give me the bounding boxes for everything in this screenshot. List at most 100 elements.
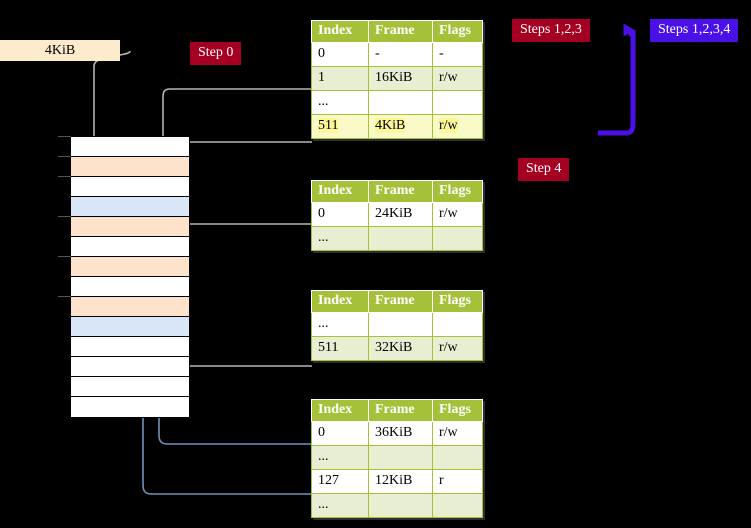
cell-frame: [368, 226, 433, 251]
cell-flags: r/w: [432, 114, 483, 139]
wire-l2-row0: [180, 223, 312, 266]
cell-index: 511: [311, 114, 369, 139]
cell-frame: 24KiB: [368, 202, 433, 227]
cell-frame: 16KiB: [368, 66, 433, 91]
column-header-flags: Flags: [432, 399, 483, 422]
physical-memory-column: [70, 136, 190, 418]
cell-index: ...: [311, 493, 369, 518]
column-header-frame: Frame: [368, 20, 433, 43]
badge-steps-1234: Steps 1,2,3,4: [650, 19, 739, 42]
cell-index: ...: [311, 226, 369, 251]
memory-tick: [58, 256, 71, 257]
cell-frame: 12KiB: [368, 469, 433, 494]
column-header-index: Index: [311, 180, 369, 203]
memory-tick: [58, 296, 71, 297]
column-header-frame: Frame: [368, 180, 433, 203]
table-row: ...: [311, 493, 483, 518]
badge-step-0: Step 0: [190, 42, 242, 65]
memory-frame-13: [71, 397, 189, 417]
highlighted-value: 4KiB: [375, 118, 406, 133]
cell-index: 511: [311, 336, 369, 361]
column-header-index: Index: [311, 399, 369, 422]
table-row: 0--: [311, 42, 483, 67]
purple-bracket-arrow: [598, 23, 636, 136]
cell-frame: [368, 493, 433, 518]
memory-tick: [58, 156, 71, 157]
cell-frame: 4KiB: [368, 114, 433, 139]
memory-frame-1: [71, 157, 189, 177]
cell-index: 127: [311, 469, 369, 494]
frame-size-label: 4KiB: [44, 42, 76, 58]
cell-frame: [368, 90, 433, 115]
memory-tick: [58, 176, 71, 177]
column-header-flags: Flags: [432, 20, 483, 43]
column-header-flags: Flags: [432, 180, 483, 203]
memory-tick: [58, 216, 71, 217]
memory-frame-5: [71, 237, 189, 257]
table-row: ...: [311, 226, 483, 251]
cell-frame: [368, 312, 433, 337]
memory-frame-3: [71, 197, 189, 217]
table-row: ...: [311, 445, 483, 470]
highlighted-value: 511: [318, 118, 339, 133]
cell-flags: [432, 445, 483, 470]
badge-steps-123: Steps 1,2,3: [512, 19, 590, 42]
wire-l1-row511: [180, 141, 312, 226]
column-header-frame: Frame: [368, 290, 433, 313]
cell-flags: r/w: [432, 421, 483, 446]
memory-frame-6: [71, 257, 189, 277]
memory-frame-9: [71, 317, 189, 337]
cell-flags: r/w: [432, 66, 483, 91]
memory-frame-4: [71, 217, 189, 237]
cell-frame: 32KiB: [368, 336, 433, 361]
memory-tick: [58, 136, 71, 137]
cell-flags: [432, 312, 483, 337]
badge-step-4: Step 4: [518, 158, 570, 181]
highlighted-value: r/w: [439, 118, 458, 133]
memory-frame-2: [71, 177, 189, 197]
cell-index: 0: [311, 421, 369, 446]
cell-flags: r/w: [432, 202, 483, 227]
memory-frame-7: [71, 277, 189, 297]
cell-flags: [432, 226, 483, 251]
column-header-frame: Frame: [368, 399, 433, 422]
memory-frame-10: [71, 337, 189, 357]
cell-flags: r: [432, 469, 483, 494]
cell-frame: -: [368, 42, 433, 67]
cell-flags: [432, 493, 483, 518]
column-header-index: Index: [311, 20, 369, 43]
memory-frame-11: [71, 357, 189, 377]
cell-flags: r/w: [432, 336, 483, 361]
column-header-index: Index: [311, 290, 369, 313]
wire-l3-row511: [175, 302, 312, 367]
cell-index: ...: [311, 90, 369, 115]
cell-frame: 36KiB: [368, 421, 433, 446]
cell-index: 0: [311, 42, 369, 67]
memory-frame-12: [71, 377, 189, 397]
cell-index: 0: [311, 202, 369, 227]
table-row: ...: [311, 312, 483, 337]
cell-frame: [368, 445, 433, 470]
frame-size-box: 4KiB: [0, 40, 120, 61]
cell-index: 1: [311, 66, 369, 91]
cell-flags: [432, 90, 483, 115]
memory-frame-0: [71, 137, 189, 157]
cell-index: ...: [311, 312, 369, 337]
table-row: 511 4KiB r/w: [311, 114, 483, 139]
memory-frame-8: [71, 297, 189, 317]
column-header-flags: Flags: [432, 290, 483, 313]
cell-flags: -: [432, 42, 483, 67]
